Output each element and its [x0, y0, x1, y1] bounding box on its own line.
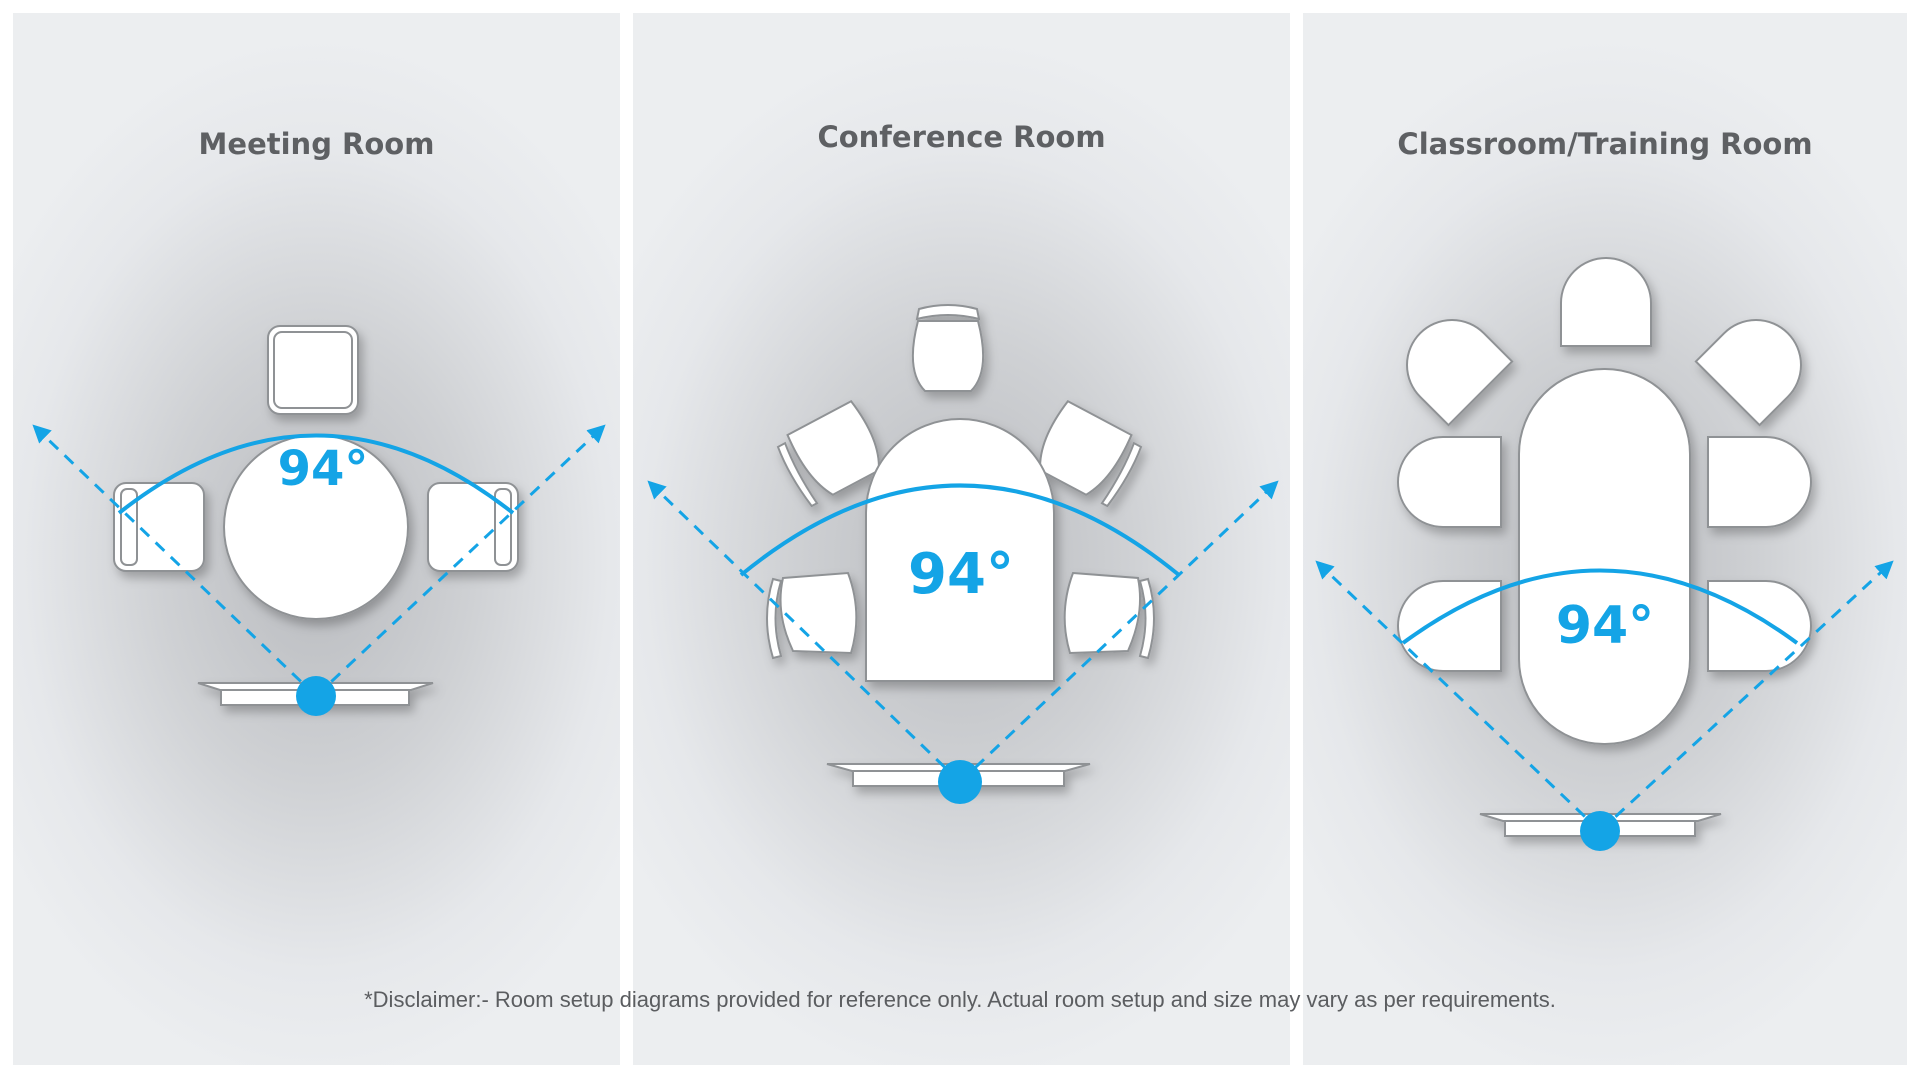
chair: [267, 325, 359, 415]
panel-title: Classroom/Training Room: [1397, 127, 1813, 161]
chair: [1707, 436, 1812, 528]
camera-device-icon: [1580, 811, 1620, 851]
fov-angle-label: 94°: [1556, 596, 1654, 656]
chair: [1560, 257, 1652, 347]
field-of-view-arc-icon: [1315, 560, 1894, 833]
panel-title: Meeting Room: [198, 127, 435, 161]
chair: [1063, 571, 1141, 655]
chair: [113, 482, 205, 572]
chair: [1694, 319, 1802, 427]
field-of-view-arc-icon: [32, 424, 606, 698]
chair: [1039, 399, 1133, 496]
conference-room-diagram: 94°: [647, 304, 1279, 804]
panel-title: Conference Room: [817, 120, 1106, 154]
chair: [1406, 319, 1514, 427]
camera-device-icon: [938, 760, 982, 804]
classroom-training-room-panel: Classroom/Training Room: [1303, 13, 1907, 1065]
chair: [427, 482, 519, 572]
chair: [1707, 580, 1812, 672]
classroom-training-room-diagram: 94°: [1315, 257, 1894, 851]
furniture: [113, 325, 519, 706]
camera-device-icon: [296, 676, 336, 716]
fov-angle-label: 94°: [908, 542, 1014, 607]
meeting-room-diagram: 94°: [32, 325, 606, 716]
chair: [911, 320, 985, 392]
conference-room-panel: Conference Room: [633, 13, 1290, 1065]
field-of-view-arc-icon: [647, 480, 1279, 784]
meeting-room-panel: Meeting Room 94°: [13, 13, 620, 1065]
chair: [779, 571, 858, 655]
oval-table: [1518, 368, 1691, 745]
fov-angle-label: 94°: [278, 441, 369, 497]
furniture: [1397, 257, 1812, 837]
furniture: [766, 304, 1155, 787]
chair: [1397, 436, 1502, 528]
disclaimer-text: *Disclaimer:- Room setup diagrams provid…: [364, 987, 1556, 1012]
d-shaped-table: [865, 418, 1055, 682]
